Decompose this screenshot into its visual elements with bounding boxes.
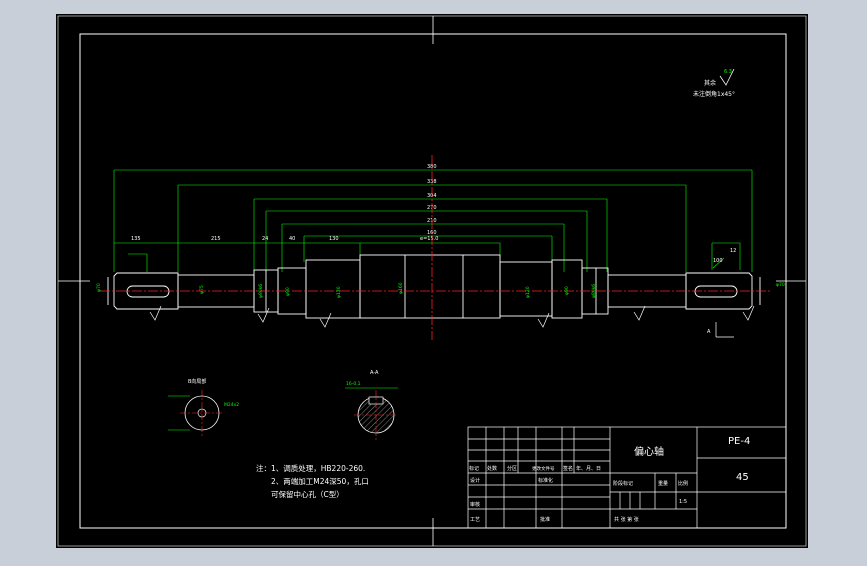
dim-seg-e: 130 — [329, 236, 339, 242]
right-section-dim: 16-0.1 — [346, 381, 361, 387]
tb-sheets: 共 张 第 张 — [614, 516, 639, 523]
dim-seg-b: 215 — [211, 236, 221, 242]
right-section-view: A-A 16-0.1 — [345, 370, 398, 440]
svg-text:φ160: φ160 — [398, 282, 404, 294]
tb-review: 审核 — [470, 501, 480, 508]
section-indicator-a: A — [707, 322, 734, 338]
svg-text:φ70: φ70 — [776, 282, 785, 288]
tb-row-label-1: 标记 — [469, 465, 479, 472]
dim-seg-d: 40 — [289, 236, 295, 242]
svg-text:φ80k6: φ80k6 — [258, 284, 264, 298]
tb-row-label-3: 分区 — [507, 465, 517, 472]
dimension-lines — [113, 169, 753, 272]
dim-seg-a: 135 — [131, 236, 141, 242]
roughness-note: 其余 6.3 未注倒角1x45° — [693, 68, 735, 98]
dim-right-a: 12 — [730, 248, 736, 254]
note-line-1: 注：1、调质处理，HB220-260. — [256, 463, 365, 473]
tb-row-label-4: 更改文件号 — [532, 465, 555, 472]
roughness-rest-label: 其余 — [704, 79, 716, 87]
dim-2: 338 — [427, 179, 437, 185]
diameter-labels: φ75 φ80k6 φ90 φ120 φ160 φ120 φ90 φ80k6 φ… — [96, 282, 785, 298]
tb-row-label-6: 年、月、日 — [576, 465, 601, 472]
left-section-view: B向局部 M24x2 — [168, 378, 239, 436]
left-section-label: B向局部 — [188, 378, 206, 385]
roughness-marks — [149, 305, 755, 328]
tb-stage-label: 阶段标记 — [613, 480, 633, 487]
centering-marks — [58, 16, 806, 546]
tb-row-label-5: 签名 — [563, 465, 573, 472]
tb-scale-label: 比例 — [678, 480, 688, 487]
section-a-mark: A — [707, 329, 711, 335]
note-line-2: 2、两端加工M24深50，孔口 — [271, 476, 369, 486]
tb-process: 工艺 — [470, 517, 480, 523]
tb-weight-label: 重量 — [658, 480, 668, 487]
roughness-value: 6.3 — [724, 69, 732, 75]
tb-row-label-2: 处数 — [487, 465, 497, 472]
dim-seg-c: 24 — [262, 236, 268, 242]
note-line-3: 可保留中心孔（C型） — [271, 489, 344, 499]
chamfer-note: 未注倒角1x45° — [693, 90, 735, 98]
material: 45 — [736, 472, 749, 483]
svg-text:φ75: φ75 — [199, 285, 205, 294]
scale: 1:5 — [679, 499, 687, 505]
right-section-label: A-A — [370, 370, 379, 376]
dim-ecc: e=15.0 — [420, 236, 438, 242]
dim-right-b: 100 — [713, 258, 723, 264]
title-block-text: 偏心轴 PE-4 45 1:5 标记 处数 分区 更改文件号 签名 年、月、日 … — [469, 436, 750, 523]
svg-text:φ120: φ120 — [336, 286, 342, 298]
drawing-number: PE-4 — [728, 436, 750, 447]
tb-standard: 标准化 — [538, 477, 553, 484]
tb-approve: 批准 — [540, 516, 550, 523]
svg-text:φ80k6: φ80k6 — [591, 284, 597, 298]
roughness-symbol-icon — [719, 68, 735, 86]
svg-text:φ90: φ90 — [285, 287, 291, 296]
svg-text:φ90: φ90 — [564, 286, 570, 295]
part-name: 偏心轴 — [634, 445, 664, 458]
title-block — [467, 426, 787, 529]
svg-text:φ70: φ70 — [96, 283, 102, 292]
tb-design: 设计 — [470, 477, 480, 484]
svg-text:φ120: φ120 — [525, 286, 531, 298]
left-section-dim: M24x2 — [224, 402, 239, 408]
technical-notes: 注：1、调质处理，HB220-260. 2、两端加工M24深50，孔口 可保留中… — [256, 463, 369, 499]
